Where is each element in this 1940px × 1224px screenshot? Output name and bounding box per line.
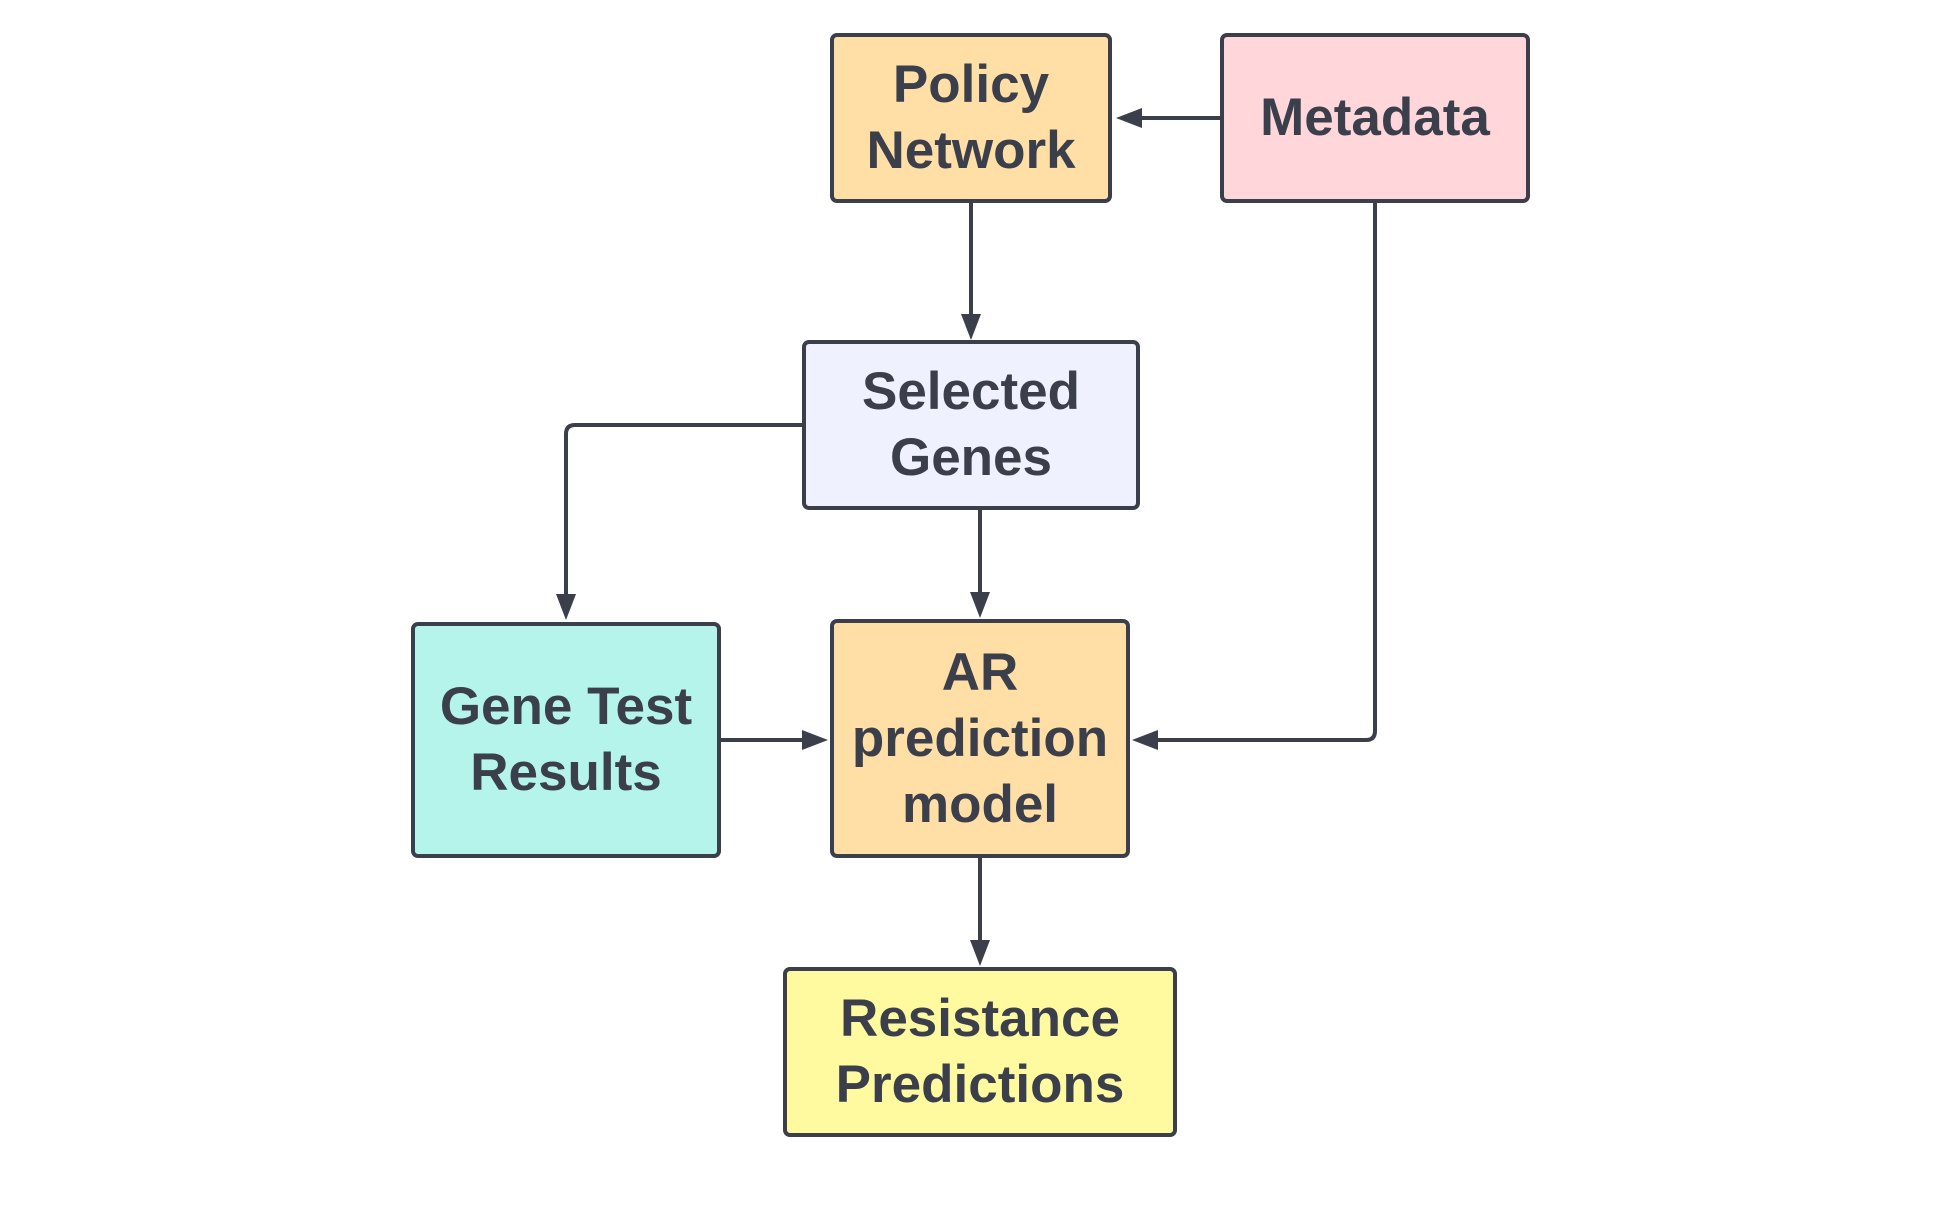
policy-network-node: Policy Network: [830, 33, 1112, 203]
arrowhead-policy-network-to-selected-genes: [961, 314, 981, 340]
edge-selected-genes-to-gene-test-results: [564, 423, 802, 598]
arrowhead-gene-test-results-to-ar-model: [802, 730, 828, 750]
gene-test-results-node: Gene Test Results: [411, 622, 721, 858]
selected-genes-node: Selected Genes: [802, 340, 1140, 510]
arrowhead-metadata-to-policy-network: [1116, 108, 1142, 128]
ar-prediction-model-node: AR prediction model: [830, 619, 1130, 858]
edge-metadata-to-ar-model: [1158, 203, 1377, 742]
arrowhead-ar-model-to-resistance-predictions: [970, 940, 990, 966]
arrowhead-metadata-to-ar-model: [1132, 730, 1158, 750]
resistance-predictions-node: Resistance Predictions: [783, 967, 1177, 1137]
metadata-node: Metadata: [1220, 33, 1530, 203]
arrowhead-selected-genes-to-ar-model: [970, 592, 990, 618]
arrowhead-selected-genes-to-gene-test-results: [556, 594, 576, 620]
